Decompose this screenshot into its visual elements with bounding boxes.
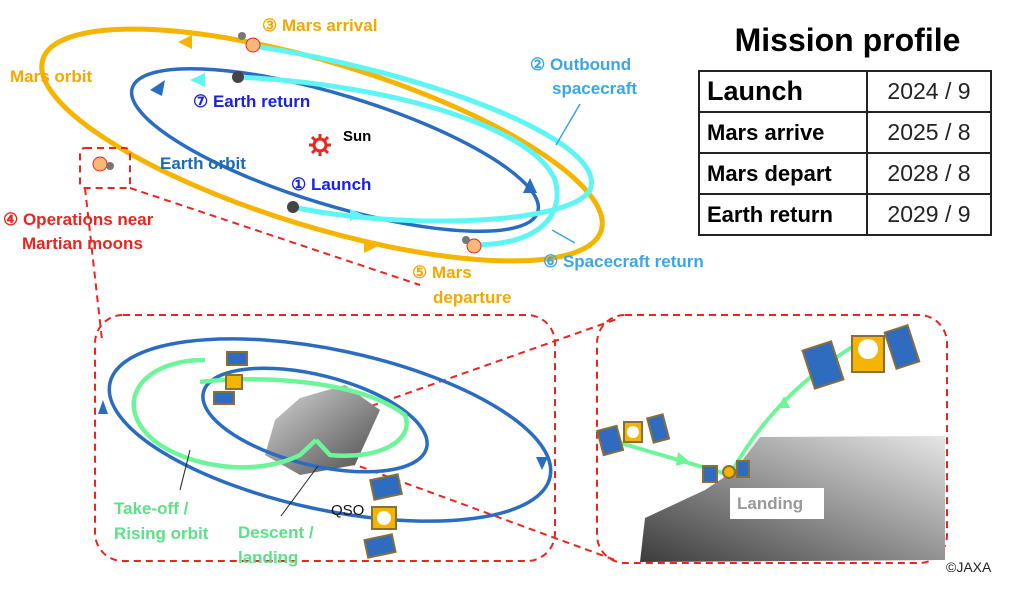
descent-path — [199, 377, 409, 459]
mission-profile-title: Mission profile — [734, 22, 961, 58]
mars-orbit — [39, 26, 605, 264]
event-cell: Launch — [698, 70, 868, 113]
phobos — [238, 32, 246, 40]
outbound-path — [246, 42, 594, 224]
date-cell: 2028 / 8 — [866, 152, 992, 195]
spacecraft-return-label: ⑥ Spacecraft return — [543, 252, 704, 271]
spacecraft-icon — [213, 351, 248, 405]
operations-label-line2: Martian moons — [22, 234, 143, 253]
qso-arrow — [98, 400, 108, 414]
takeoff-label-line1: Take-off / — [114, 499, 189, 518]
moon-operations-panel — [94, 314, 556, 562]
earth-return-point — [232, 71, 244, 83]
mars-arrival-point — [245, 37, 261, 53]
landing-arrow — [676, 452, 690, 466]
spacecraft-icon — [596, 413, 671, 457]
return-arrow — [190, 73, 205, 87]
date-cell: 2029 / 9 — [866, 193, 992, 236]
descent-label-line2: landing — [238, 548, 299, 567]
spacecraft-icon — [801, 323, 921, 390]
qso-outer-orbit — [107, 337, 553, 523]
mars-departure-point — [466, 238, 482, 254]
earth-orbit — [129, 66, 541, 234]
qso-inner-orbit — [201, 366, 429, 474]
landing-label-bg — [730, 488, 824, 519]
event-cell: Mars depart — [698, 152, 868, 195]
earth-launch — [287, 201, 299, 213]
phobos-body — [265, 385, 380, 475]
mars-orbit-label: Mars orbit — [10, 67, 93, 86]
spacecraft-icon — [702, 460, 750, 483]
mars-ops-point — [92, 156, 108, 172]
qso-arrow — [536, 457, 548, 470]
event-cell: Mars arrive — [698, 111, 868, 154]
date-cell: 2024 / 9 — [866, 70, 992, 113]
return-leader — [551, 229, 576, 244]
mars-arrival-label: ③ Mars arrival — [262, 16, 378, 35]
outbound-leader — [555, 103, 581, 146]
phobos — [106, 162, 114, 170]
table-row: Launch 2024 / 9 — [698, 70, 992, 113]
earth-orbit-arrow — [523, 178, 537, 193]
mars-departure-label-line1: ⑤ Mars — [412, 263, 472, 282]
sun-icon — [309, 134, 331, 156]
date-cell: 2025 / 8 — [866, 111, 992, 154]
outbound-arrow — [350, 209, 364, 221]
mars-departure-label-line2: departure — [433, 288, 512, 307]
sun-label: Sun — [343, 128, 372, 145]
mission-profile-table: Launch 2024 / 9 Mars arrive 2025 / 8 Mar… — [698, 70, 992, 236]
earth-orbit-arrow — [150, 80, 165, 96]
outbound-label-line2: spacecraft — [552, 79, 638, 98]
takeoff-label-line2: Rising orbit — [114, 524, 209, 543]
descent-label-line1: Descent / — [238, 523, 314, 542]
table-row: Mars depart 2028 / 8 — [698, 152, 992, 195]
takeoff-arrow — [778, 396, 790, 408]
qso-label: QSO — [331, 502, 365, 519]
return-path — [237, 74, 560, 248]
table-row: Earth return 2029 / 9 — [698, 193, 992, 236]
landing-label: Landing — [737, 494, 804, 513]
spacecraft-icon — [363, 473, 403, 559]
outbound-label-line1: ② Outbound — [530, 55, 632, 74]
landing-panel — [596, 314, 948, 564]
earth-return-label: ⑦ Earth return — [193, 92, 311, 111]
rising-orbit — [131, 357, 318, 470]
mars-orbit-arrow — [178, 35, 192, 49]
operations-label-line1: ④ Operations near — [3, 210, 154, 229]
earth-orbit-label: Earth orbit — [160, 154, 246, 173]
mars-zoom-box — [79, 147, 131, 189]
phobos — [462, 236, 470, 244]
mars-orbit-arrow — [364, 239, 378, 253]
launch-label: ① Launch — [291, 175, 372, 194]
copyright: ©JAXA — [946, 559, 992, 575]
event-cell: Earth return — [698, 193, 868, 236]
table-row: Mars arrive 2025 / 8 — [698, 111, 992, 154]
